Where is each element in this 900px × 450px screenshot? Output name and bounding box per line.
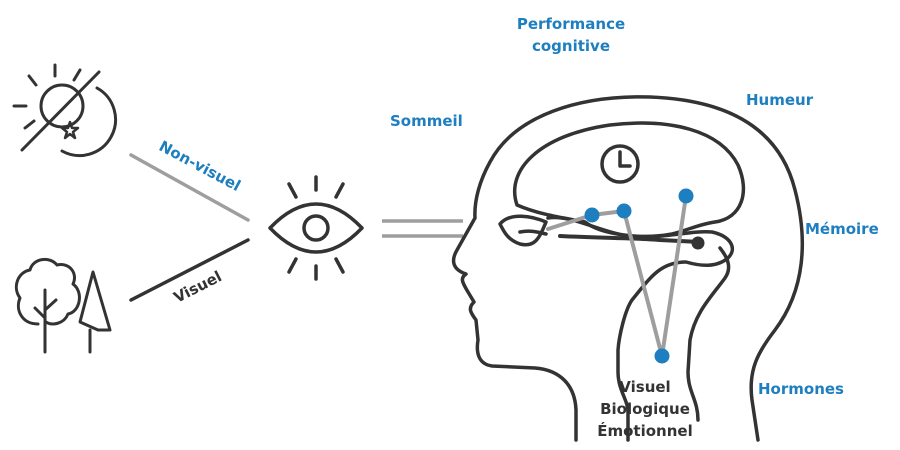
pathway-node [585, 208, 600, 223]
label-humeur: Humeur [746, 89, 813, 111]
effects-list: Visuel Biologique Émotionnel [585, 376, 705, 442]
effect-biologique: Biologique [585, 398, 705, 420]
pathway-end-node [692, 237, 705, 250]
trees-icon [16, 259, 110, 352]
eye-icon [270, 177, 362, 279]
label-memoire: Mémoire [805, 218, 879, 240]
sun-moon-icon [14, 65, 116, 156]
label-performance-line1: Performance [503, 13, 639, 35]
effect-emotionnel: Émotionnel [585, 420, 705, 442]
label-hormones: Hormones [758, 378, 844, 400]
label-performance-line2: cognitive [503, 35, 639, 57]
pathway-node [655, 349, 670, 364]
label-sommeil: Sommeil [390, 110, 463, 132]
pathway-node [679, 189, 694, 204]
pathway-node [617, 204, 632, 219]
effect-visuel: Visuel [585, 376, 705, 398]
label-performance-cognitive: Performance cognitive [503, 13, 639, 57]
